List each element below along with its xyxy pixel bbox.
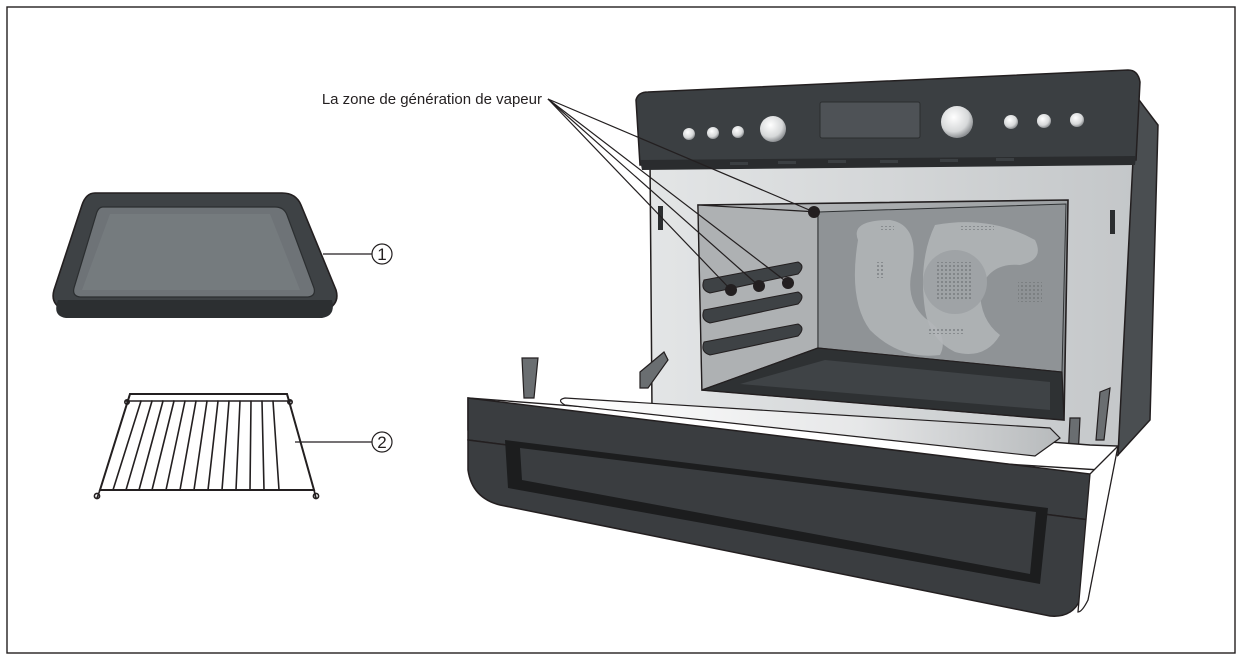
control-button xyxy=(732,126,744,138)
wire-rack-icon xyxy=(93,393,320,500)
steam-zone-leader-lines xyxy=(547,98,815,291)
control-button xyxy=(683,128,695,140)
baking-tray-icon xyxy=(52,192,338,318)
control-button xyxy=(1004,115,1018,129)
control-button xyxy=(707,127,719,139)
oven-icon xyxy=(467,69,1159,617)
tray-callout-number: 1 xyxy=(377,245,386,264)
rack-callout: 2 xyxy=(371,431,393,453)
steam-zone-label: La zone de génération de vapeur xyxy=(322,91,542,108)
rack-callout-number: 2 xyxy=(377,433,386,452)
door-glass xyxy=(559,397,1061,457)
control-button xyxy=(1070,113,1084,127)
control-knob xyxy=(941,106,973,138)
control-knob xyxy=(760,116,786,142)
tray-callout: 1 xyxy=(371,243,393,265)
display-window xyxy=(819,101,921,139)
control-button xyxy=(1037,114,1051,128)
